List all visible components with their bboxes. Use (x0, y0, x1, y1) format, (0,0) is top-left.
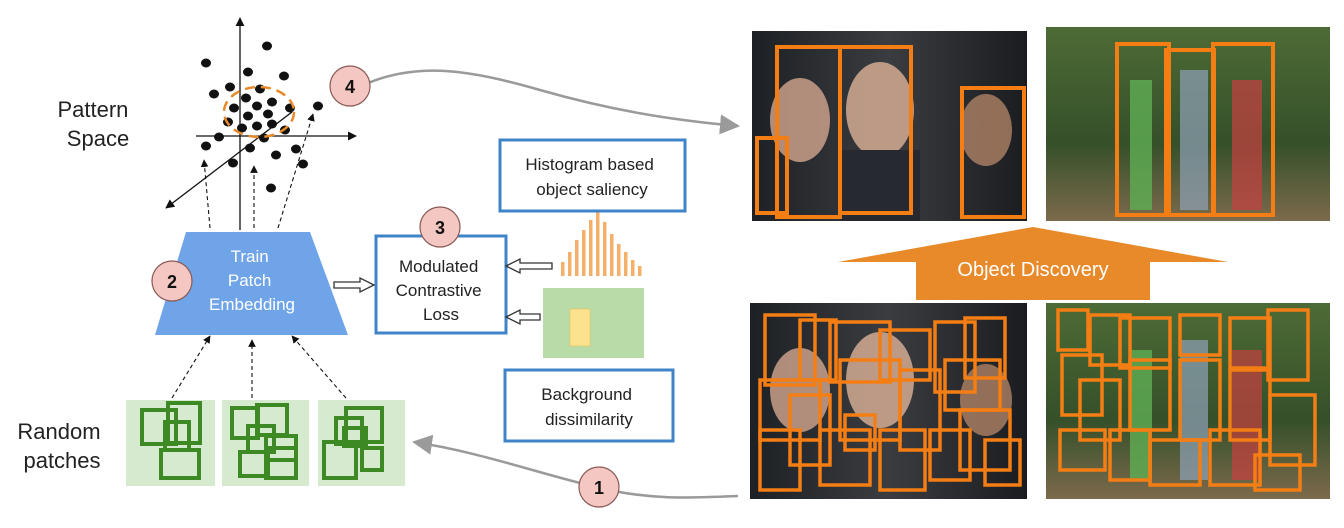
step-4-badge: 4 (329, 65, 371, 107)
embedding-points (201, 41, 323, 193)
svg-text:3: 3 (435, 218, 445, 238)
pattern-space: Pattern Space (57, 17, 357, 230)
patch-group-1 (126, 400, 215, 486)
saliency-label: Histogram based object saliency (525, 155, 658, 199)
pattern-space-label: Pattern Space (57, 97, 134, 151)
loss-to-embedding-arrow (333, 276, 376, 294)
svg-text:4: 4 (345, 77, 355, 97)
step-2-badge: 2 (151, 260, 193, 302)
embedding-label: Train Patch Embedding (209, 247, 295, 314)
curve-to-discovered-objects (367, 69, 740, 135)
curve-to-random-patches (412, 434, 739, 499)
photo-top-left (752, 31, 1027, 221)
patch-group-2 (222, 400, 309, 486)
svg-text:1: 1 (594, 478, 604, 498)
svg-text:2: 2 (167, 272, 177, 292)
embedding-to-space-arrows (200, 113, 315, 229)
photo-top-right (1046, 27, 1330, 221)
patch-group-3 (318, 400, 405, 486)
object-discovery-arrow: Object Discovery (838, 227, 1228, 300)
saliency-to-loss-arrow (504, 257, 553, 275)
object-discovery-label: Object Discovery (957, 259, 1108, 281)
background-patch (543, 288, 644, 358)
random-patches: Random patches (17, 400, 405, 486)
background-to-loss-arrow (504, 308, 541, 326)
saliency-box: Histogram based object saliency (498, 138, 687, 213)
loss-box: Modulated Contrastive Loss (374, 234, 508, 335)
hollow-arrows (333, 257, 553, 326)
background-label: Background dissimilarity (541, 385, 636, 429)
photo-bottom-right (1046, 303, 1330, 499)
patches-to-embedding-arrows (171, 335, 347, 399)
patch-embedding-block: Train Patch Embedding (155, 232, 348, 335)
step-3-badge: 3 (419, 206, 461, 248)
cluster-highlight (222, 85, 296, 139)
photo-bottom-left (750, 303, 1027, 499)
loss-label: Modulated Contrastive Loss (396, 257, 487, 324)
random-patches-label: Random patches (17, 419, 106, 473)
background-box: Background dissimilarity (503, 368, 675, 443)
embedding-trapezoid (155, 232, 348, 335)
step-1-badge: 1 (578, 466, 620, 508)
saliency-histogram (561, 212, 642, 276)
